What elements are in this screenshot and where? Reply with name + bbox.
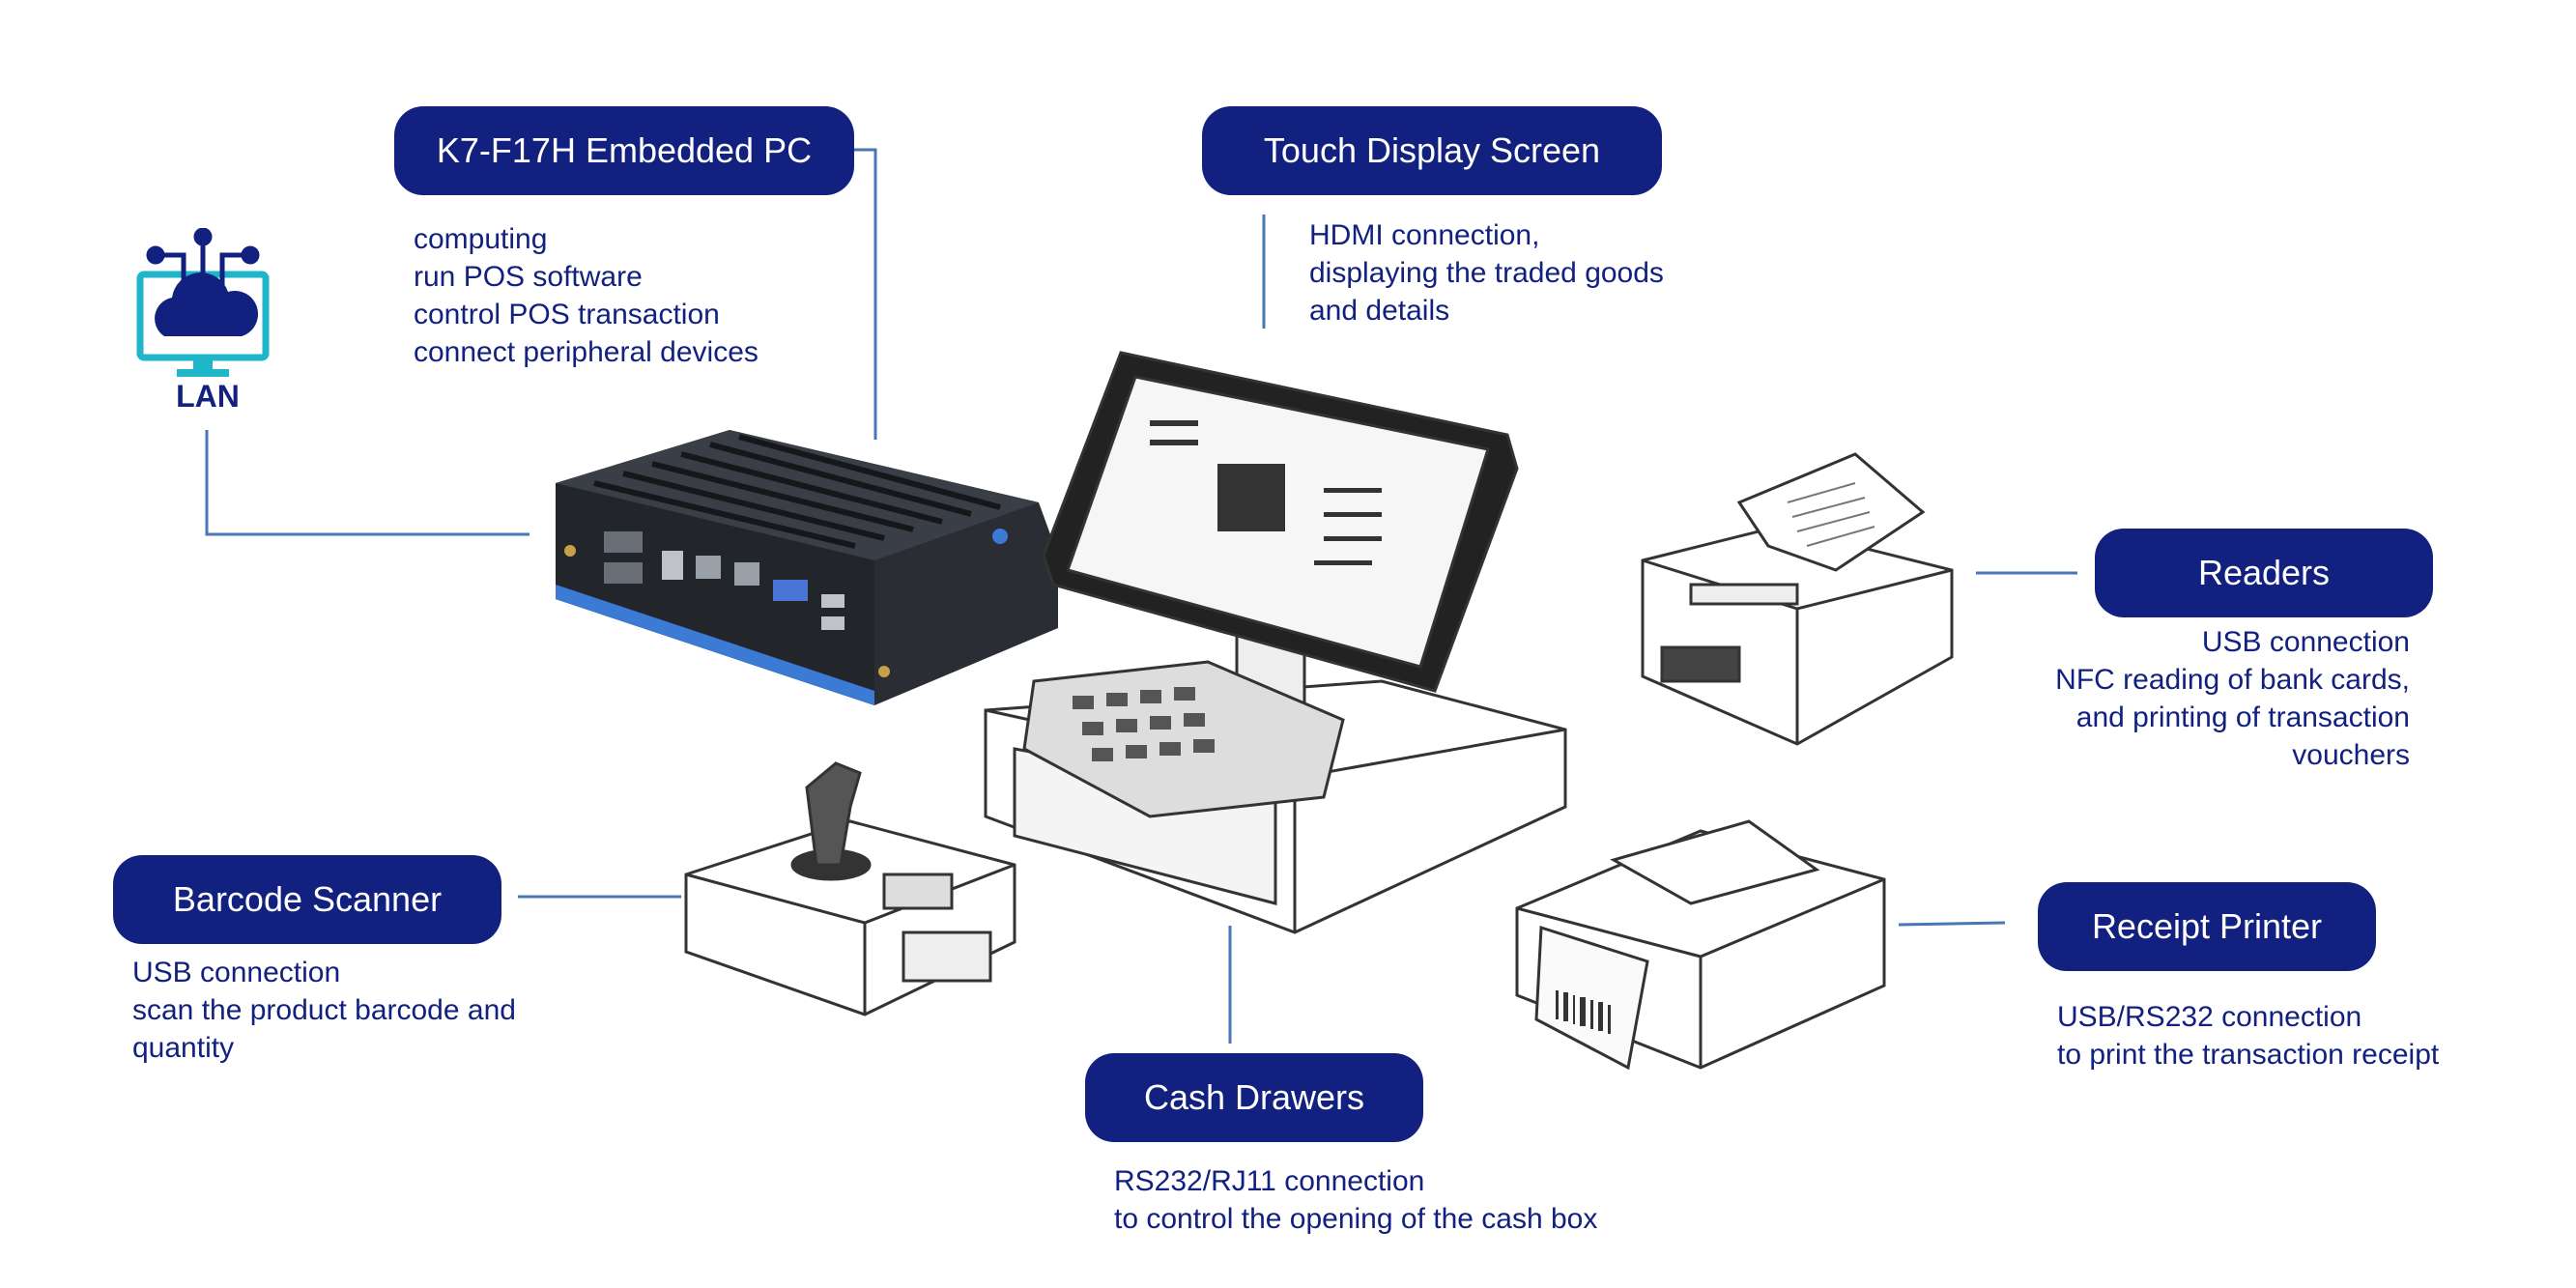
- description-line: USB/RS232 connection: [2057, 1001, 2362, 1033]
- barcode-scanner-description: USB connection scan the product barcode …: [132, 954, 516, 1067]
- description-line: vouchers: [2292, 739, 2410, 771]
- description-line: to print the transaction receipt: [2057, 1039, 2440, 1071]
- barcode-scanner-image: [684, 761, 1016, 1016]
- printer-connector: [1898, 921, 2006, 927]
- readers-title: Readers: [2095, 529, 2433, 617]
- description-line: connect peripheral devices: [414, 336, 758, 368]
- receipt-printer-description: USB/RS232 connection to print the transa…: [2057, 998, 2439, 1073]
- description-line: computing: [414, 223, 548, 255]
- description-line: and printing of transaction: [2075, 701, 2410, 733]
- embedded-pc-description: computing run POS software control POS t…: [414, 220, 758, 371]
- description-line: control POS transaction: [414, 299, 720, 330]
- pc-connector: [854, 148, 877, 440]
- description-line: quantity: [132, 1032, 235, 1064]
- reader-device-image: [1641, 452, 1954, 746]
- cash-drawers-description: RS232/RJ11 connection to control the ope…: [1114, 1162, 1597, 1238]
- cash-drawers-title: Cash Drawers: [1085, 1053, 1423, 1142]
- receipt-printer-image: [1515, 819, 1886, 1071]
- description-line: RS232/RJ11 connection: [1114, 1165, 1425, 1197]
- description-line: displaying the traded goods: [1309, 257, 1664, 289]
- lan-icon: [136, 228, 270, 377]
- touch-display-title: Touch Display Screen: [1202, 106, 1662, 195]
- embedded-pc-image: [556, 430, 1058, 705]
- lan-connector: [205, 430, 530, 536]
- description-line: HDMI connection,: [1309, 219, 1540, 251]
- touch-display-description: HDMI connection, displaying the traded g…: [1309, 216, 1664, 329]
- lan-label: LAN: [176, 379, 240, 414]
- description-line: USB connection: [132, 957, 341, 988]
- description-line: run POS software: [414, 261, 643, 293]
- embedded-pc-title: K7-F17H Embedded PC: [394, 106, 854, 195]
- description-line: and details: [1309, 295, 1450, 327]
- description-line: USB connection: [2201, 626, 2410, 658]
- description-line: to control the opening of the cash box: [1114, 1203, 1598, 1235]
- pos-terminal-image: [984, 351, 1567, 934]
- readers-description: USB connection NFC reading of bank cards…: [2055, 623, 2410, 774]
- receipt-printer-title: Receipt Printer: [2038, 882, 2376, 971]
- description-line: NFC reading of bank cards,: [2055, 664, 2410, 696]
- barcode-scanner-title: Barcode Scanner: [113, 855, 501, 944]
- description-line: scan the product barcode and: [132, 994, 516, 1026]
